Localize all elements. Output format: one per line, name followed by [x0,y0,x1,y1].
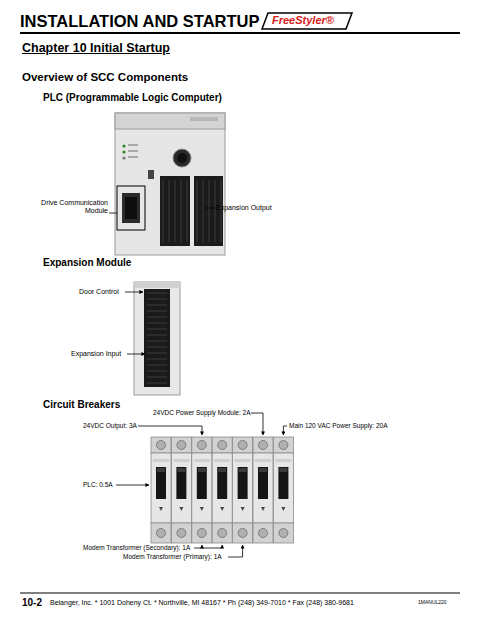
footer-rule [20,593,460,594]
breaker-illustration [116,413,293,557]
header-rule [20,32,460,34]
part-label: Drive Communication Module [30,199,108,215]
page-number: 10-2 [22,597,52,609]
part-label: Expansion Input [71,350,141,358]
breaker-rating: Modem Transformer (Secondary): 1A [83,544,223,551]
part-label: Expansion Output [216,204,306,212]
breaker-rating: Main 120 VAC Power Supply: 20A [289,422,419,429]
breaker-rating: 24VDC Power Supply Module: 2A [153,409,273,416]
part-label: Door Control [79,288,139,296]
breaker-rating: PLC: 0.5A [83,481,133,488]
brand-logo: FreeStyler® [272,14,352,27]
chapter-heading: Chapter 10 Initial Startup [22,41,322,55]
subsection-heading: Circuit Breakers [43,399,243,411]
document-code: 1MANUL220 [418,600,458,606]
subsection-heading: PLC (Programmable Logic Computer) [43,92,343,104]
footer-address: Belanger, Inc. * 1001 Doheny Ct. * North… [50,599,420,607]
breaker-rating: Modem Transformer (Primary): 1A [123,553,253,560]
subsection-heading: Expansion Module [43,257,243,269]
section-heading: Overview of SCC Components [22,71,322,84]
expansion-module-illustration [125,282,180,395]
breaker-rating: 24VDC Output: 3A [83,422,163,429]
plc-illustration [109,113,225,255]
logo-frame [262,13,352,29]
